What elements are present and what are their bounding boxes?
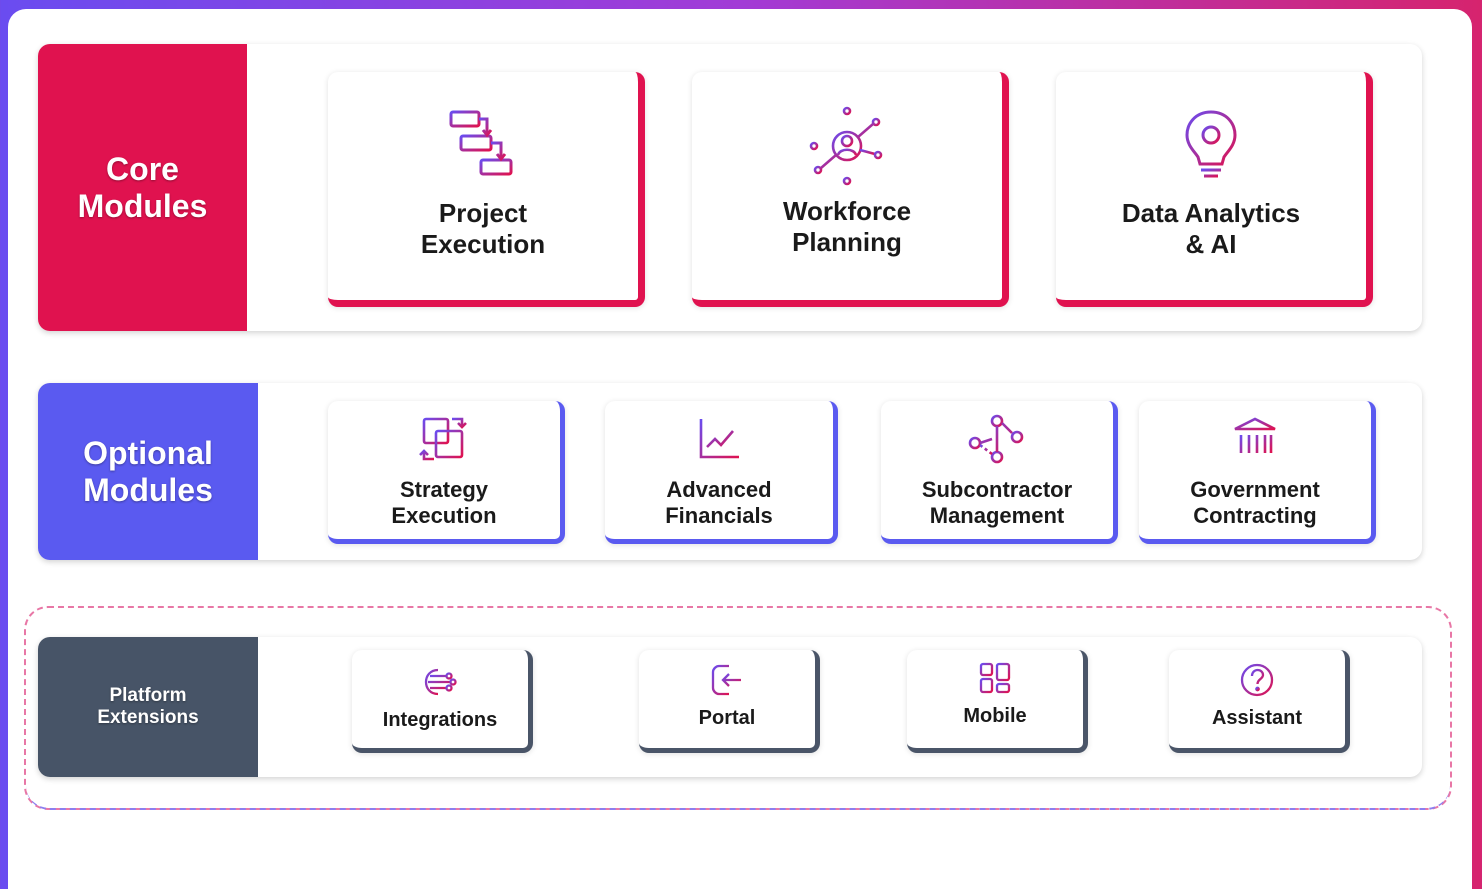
help-circle-icon (1240, 663, 1274, 697)
tile-subcontractor-management[interactable]: Subcontractor Management (881, 401, 1118, 544)
tile-mobile[interactable]: Mobile (907, 650, 1088, 753)
tile-label: Subcontractor Management (921, 477, 1073, 529)
tile-label: Workforce Planning (782, 196, 912, 258)
tile-project-execution[interactable]: Project Execution (328, 72, 645, 307)
tile-workforce-planning[interactable]: Workforce Planning (692, 72, 1009, 307)
mobile-grid-icon (979, 662, 1011, 694)
platform-extensions-boundary (24, 606, 1452, 810)
network-person-icon (809, 106, 883, 186)
tile-portal[interactable]: Portal (639, 650, 820, 753)
diagram-canvas: Core Modules Project Execution (8, 9, 1472, 889)
government-building-icon (1234, 417, 1276, 459)
tile-label: Portal (698, 707, 756, 729)
tile-label: Strategy Execution (391, 477, 497, 529)
flow-steps-icon (449, 110, 513, 176)
integrations-icon (424, 668, 457, 696)
tile-integrations[interactable]: Integrations (352, 650, 533, 753)
share-nodes-icon (968, 414, 1024, 464)
portal-enter-icon (711, 664, 741, 696)
core-modules-label: Core Modules (38, 44, 247, 331)
tile-label: Advanced Financials (665, 477, 773, 529)
tile-label: Government Contracting (1190, 477, 1320, 529)
tile-government-contracting[interactable]: Government Contracting (1139, 401, 1376, 544)
tile-label: Assistant (1211, 707, 1303, 729)
optional-modules-label: Optional Modules (38, 383, 258, 560)
platform-extensions-label: Platform Extensions (38, 637, 258, 777)
tile-label: Project Execution (420, 198, 546, 260)
tile-strategy-execution[interactable]: Strategy Execution (328, 401, 565, 544)
tile-label: Data Analytics & AI (1121, 198, 1301, 260)
line-chart-icon (699, 419, 739, 459)
tile-advanced-financials[interactable]: Advanced Financials (605, 401, 838, 544)
copy-arrows-icon (419, 417, 467, 461)
tile-label: Mobile (963, 705, 1027, 727)
lightbulb-icon (1185, 110, 1237, 178)
tile-label: Integrations (382, 709, 498, 731)
tile-assistant[interactable]: Assistant (1169, 650, 1350, 753)
tile-data-analytics-ai[interactable]: Data Analytics & AI (1056, 72, 1373, 307)
